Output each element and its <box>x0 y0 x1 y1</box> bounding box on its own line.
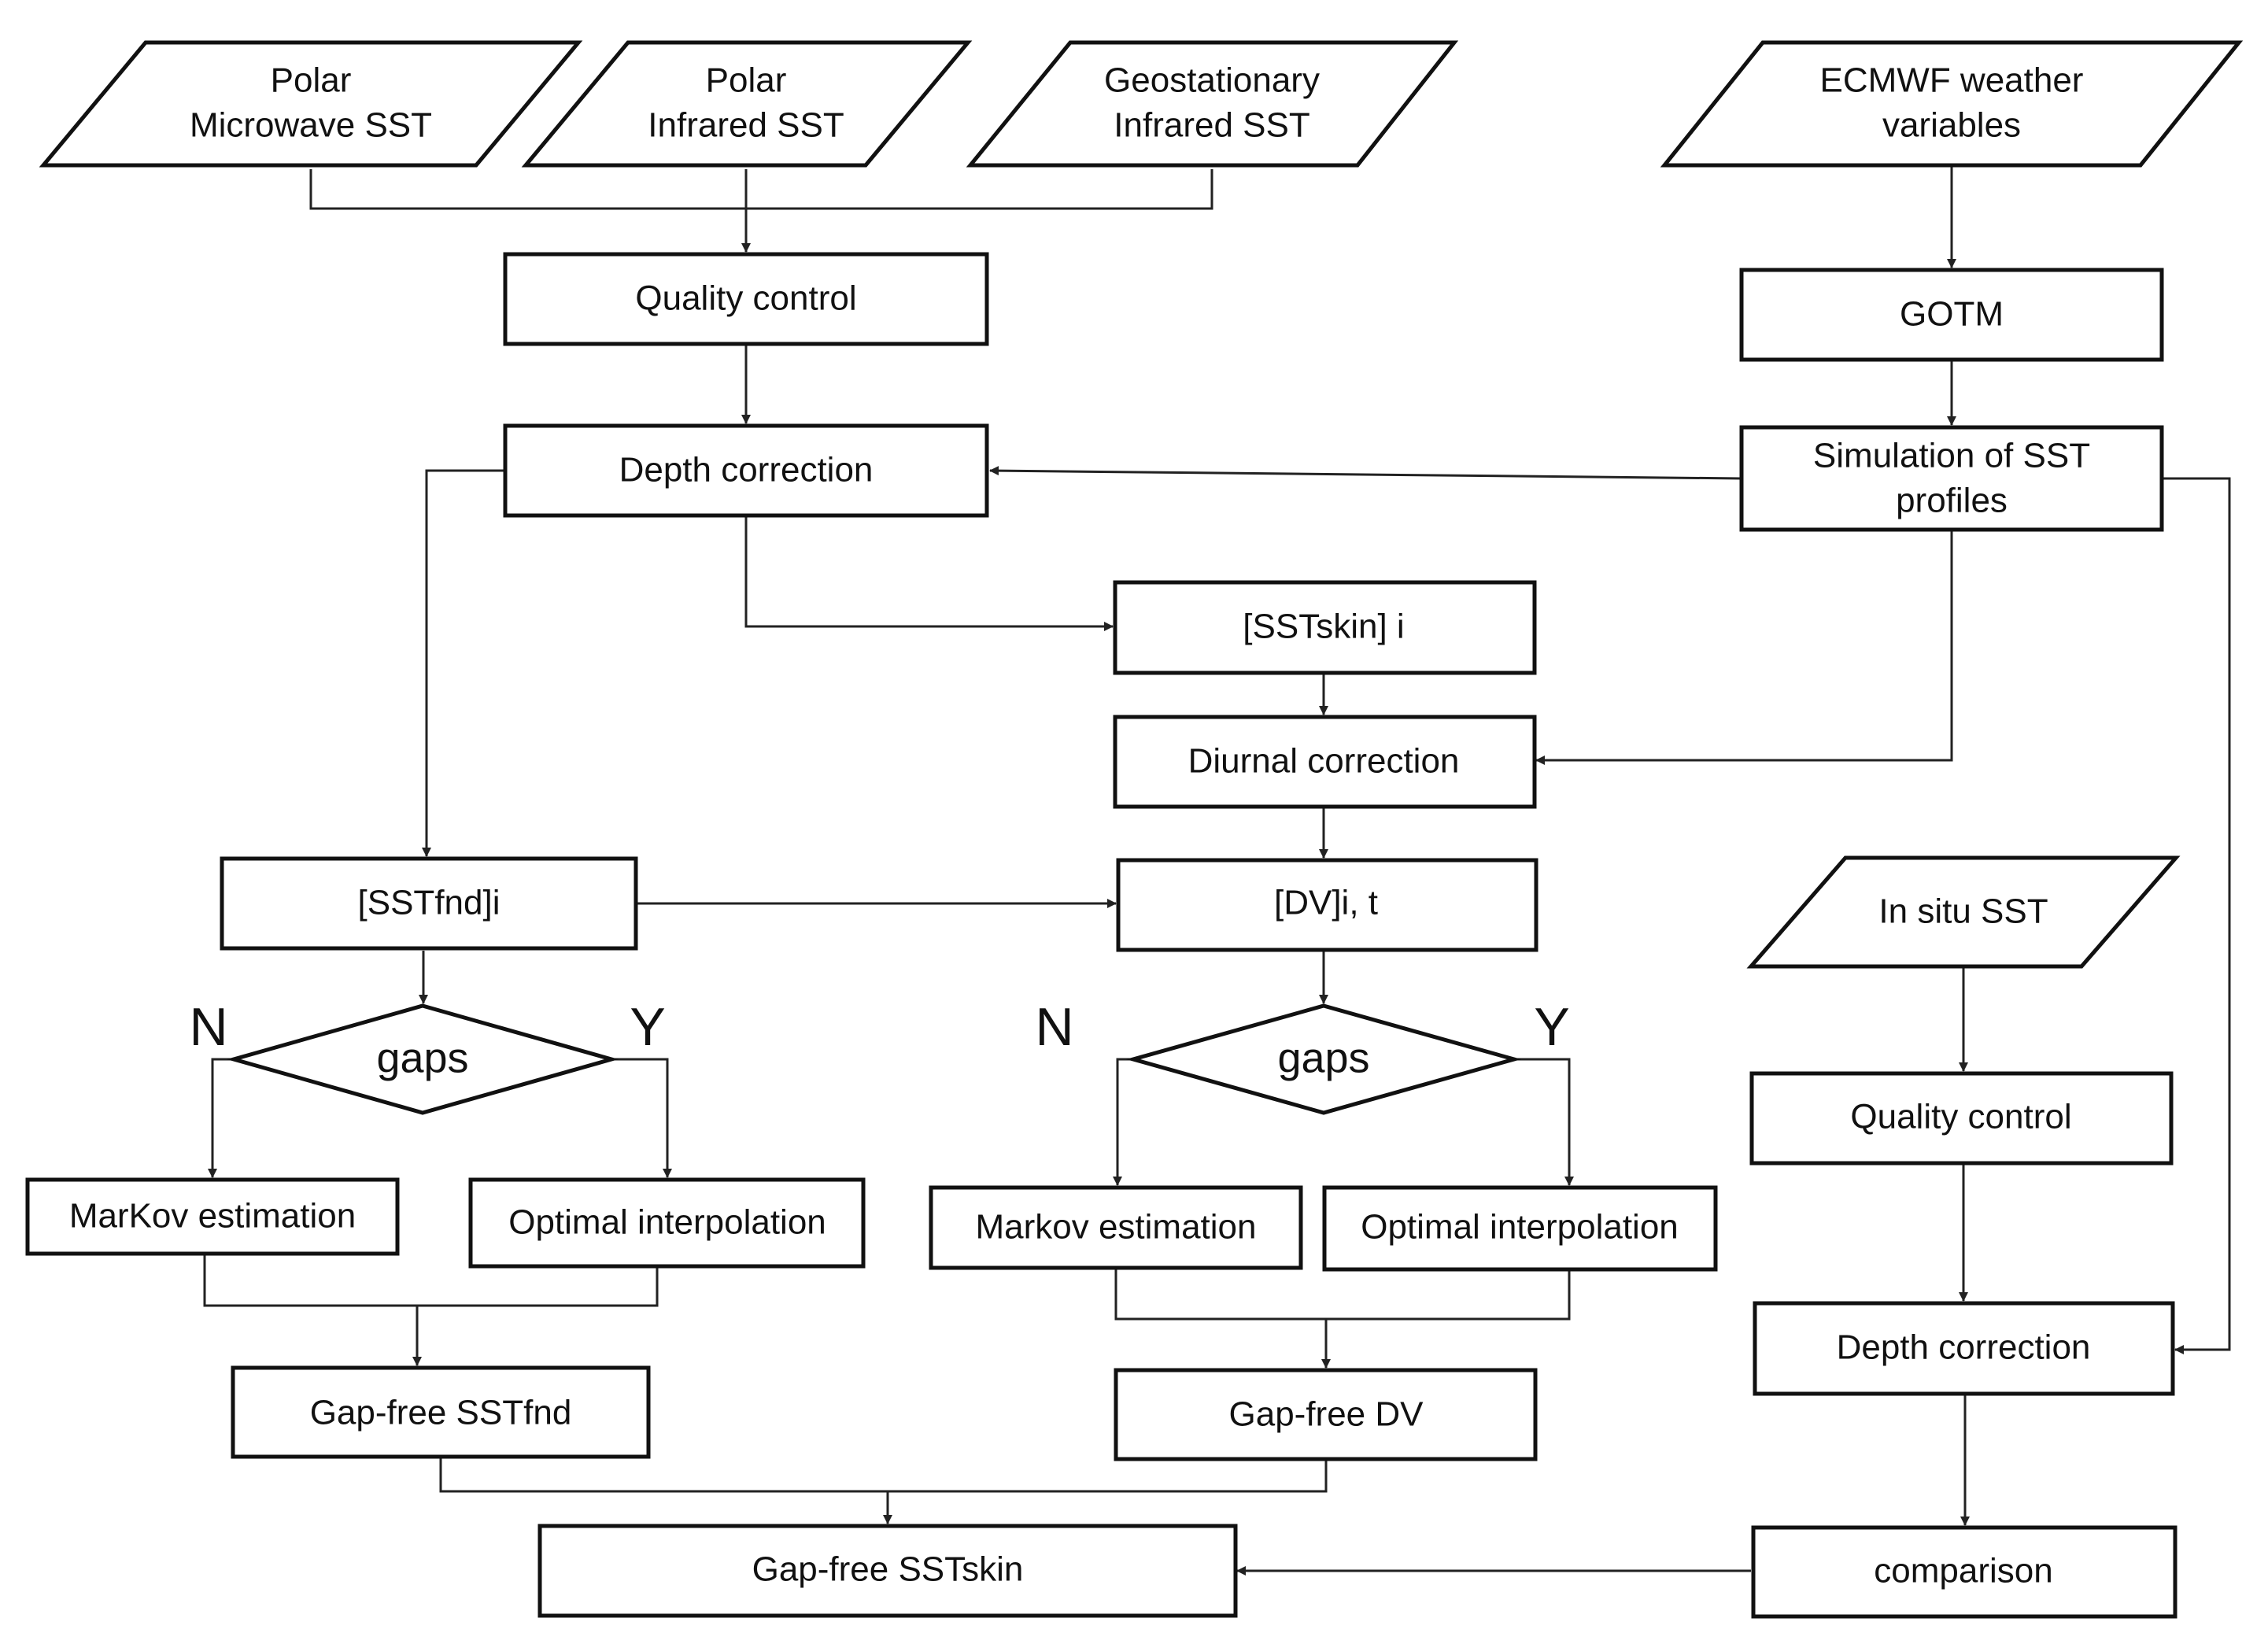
comparison-box: comparison <box>1751 1525 2178 1619</box>
optimal-interpolation-left-box: Optimal interpolation <box>468 1177 866 1269</box>
quality-control-box: Quality control <box>503 252 989 346</box>
geostationary-line1: Geostationary <box>1104 61 1320 100</box>
gapfree-sstfnd-label: Gap-free SSTfnd <box>310 1394 572 1432</box>
dv-it-box: [DV]i, t <box>1116 858 1538 952</box>
sstskin-i-label: [SSTskin] i <box>1243 608 1404 646</box>
gotm-box: GOTM <box>1739 268 2164 362</box>
gapfree-sstskin-box: Gap-free SSTskin <box>537 1524 1238 1618</box>
gaps-left-decision: gaps <box>226 1003 619 1115</box>
edge-depth-correction-to-sstfnd <box>422 469 505 857</box>
depth-correction-box: Depth correction <box>503 423 989 518</box>
ecmwf-line1: ECMWF weather <box>1820 61 2084 100</box>
diurnal-correction-box: Diurnal correction <box>1113 715 1537 809</box>
gaps-left-label: gaps <box>376 1034 468 1081</box>
input-polar-infrared-sst: Polar Infrared SST <box>521 40 973 168</box>
gaps-mid-label: gaps <box>1277 1034 1369 1081</box>
simulation-box: Simulation of SST profiles <box>1739 425 2164 532</box>
gaps-left-no-label: N <box>189 997 227 1057</box>
polar-microwave-line1: Polar <box>271 61 352 100</box>
edge-simulation-to-depth-correction-2 <box>2161 477 2231 1354</box>
depth-correction-2-label: Depth correction <box>1837 1328 2091 1367</box>
edge-gaps-mid-yes <box>1514 1058 1574 1186</box>
ecmwf-line2: variables <box>1882 106 2021 145</box>
depth-correction-label: Depth correction <box>619 451 874 490</box>
sstskin-i-box: [SSTskin] i <box>1113 580 1537 675</box>
input-ecmwf-weather-variables: ECMWF weather variables <box>1660 40 2244 168</box>
edge-gaps-mid-no <box>1113 1058 1133 1186</box>
quality-control-label: Quality control <box>635 279 856 318</box>
in-situ-label: In situ SST <box>1878 892 2048 931</box>
polar-infrared-line2: Infrared SST <box>648 106 844 145</box>
quality-control-2-box: Quality control <box>1749 1071 2174 1166</box>
edge-simulation-to-diurnal <box>1535 531 1953 765</box>
edge-polar-microwave-merge <box>309 169 1213 210</box>
gaps-mid-decision: gaps <box>1125 1003 1522 1115</box>
markov-left-label: MarKov estimation <box>69 1197 356 1236</box>
markov-estimation-left-box: MarKov estimation <box>25 1177 400 1256</box>
input-geostationary-infrared-sst: Geostationary Infrared SST <box>966 40 1459 168</box>
simulation-line2: profiles <box>1896 482 2008 520</box>
edge-depth-correction-to-sstskin <box>744 515 1114 631</box>
polar-infrared-line1: Polar <box>706 61 787 100</box>
optimal-left-label: Optimal interpolation <box>508 1203 826 1242</box>
input-polar-microwave-sst: Polar Microwave SST <box>39 40 583 168</box>
gaps-mid-no-label: N <box>1035 997 1073 1057</box>
edge-simulation-to-depth-correction <box>989 466 1742 480</box>
connectors <box>203 165 2231 1576</box>
markov-estimation-mid-box: Markov estimation <box>929 1185 1303 1270</box>
gotm-label: GOTM <box>1900 295 2004 334</box>
edge-bottom-merge <box>439 1457 1328 1493</box>
gaps-left-yes-label: Y <box>630 997 665 1057</box>
gapfree-dv-box: Gap-free DV <box>1114 1368 1538 1461</box>
edge-gaps-left-no <box>208 1058 234 1178</box>
edge-gaps-left-yes <box>611 1058 672 1178</box>
sstfnd-i-label: [SSTfnd]i <box>358 884 501 922</box>
simulation-line1: Simulation of SST <box>1813 437 2090 475</box>
optimal-interpolation-mid-box: Optimal interpolation <box>1322 1185 1718 1272</box>
gapfree-dv-label: Gap-free DV <box>1229 1395 1424 1434</box>
edge-left-merge <box>203 1255 659 1307</box>
quality-control-2-label: Quality control <box>1850 1098 2071 1136</box>
input-in-situ-sst: In situ SST <box>1746 855 2181 969</box>
diurnal-correction-label: Diurnal correction <box>1188 742 1460 781</box>
edge-mid-merge <box>1114 1269 1571 1321</box>
optimal-mid-label: Optimal interpolation <box>1361 1208 1679 1247</box>
depth-correction-2-box: Depth correction <box>1753 1301 2175 1396</box>
polar-microwave-line2: Microwave SST <box>190 106 432 145</box>
comparison-label: comparison <box>1874 1552 2052 1590</box>
markov-mid-label: Markov estimation <box>975 1208 1256 1247</box>
gapfree-sstskin-label: Gap-free SSTskin <box>752 1550 1024 1589</box>
sstfnd-i-box: [SSTfnd]i <box>220 856 638 951</box>
geostationary-line2: Infrared SST <box>1114 106 1309 145</box>
gapfree-sstfnd-box: Gap-free SSTfnd <box>231 1365 651 1459</box>
dv-it-label: [DV]i, t <box>1274 884 1378 922</box>
gaps-mid-yes-label: Y <box>1534 997 1569 1057</box>
